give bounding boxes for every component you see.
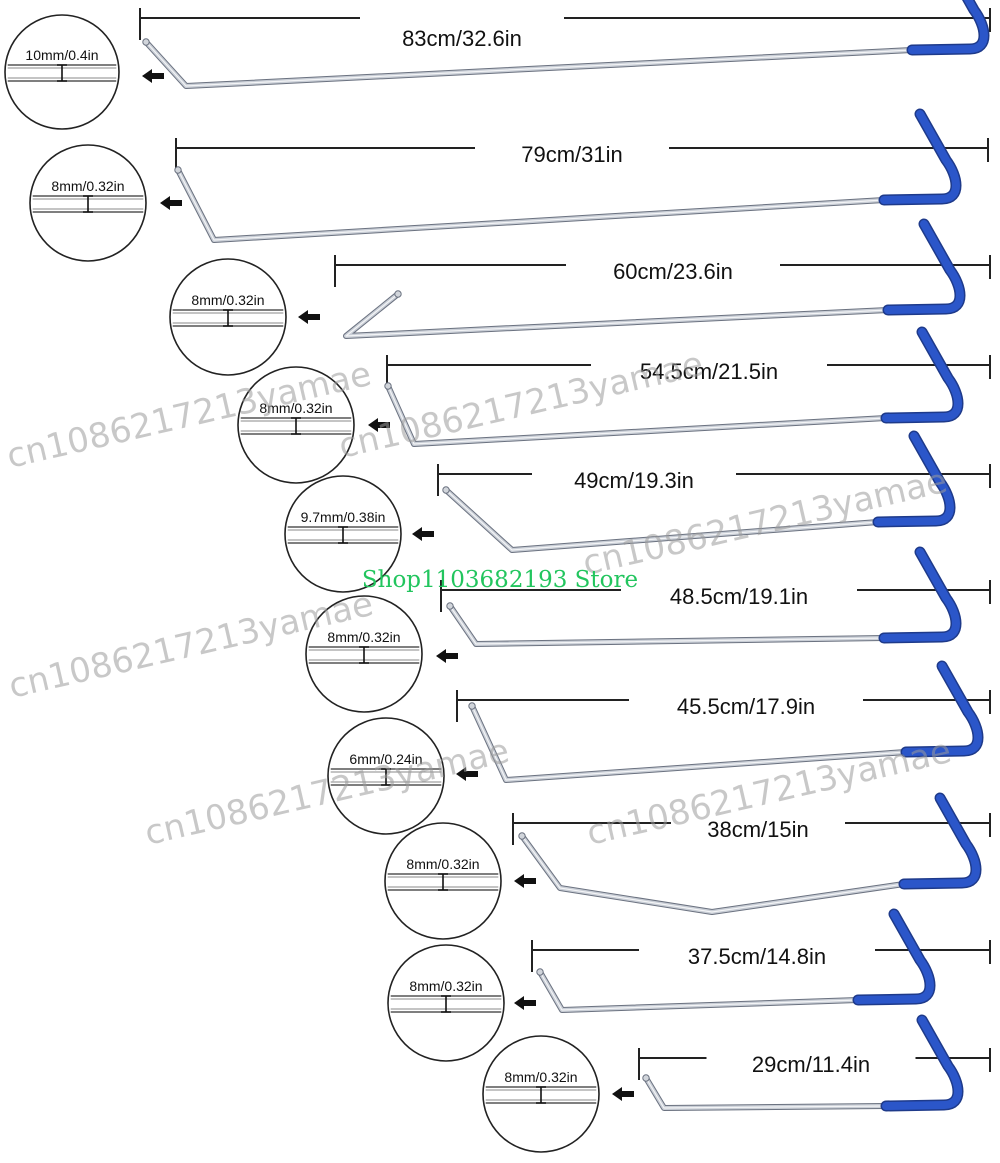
length-label: 29cm/11.4in bbox=[752, 1052, 870, 1077]
handle-grip bbox=[880, 548, 960, 642]
rod-1: 83cm/32.6in 10mm/0.4in bbox=[4, 0, 991, 130]
watermark-text: cn1086217213yamae bbox=[335, 344, 707, 467]
rod-highlight bbox=[539, 971, 859, 1011]
handle-grip bbox=[884, 220, 964, 314]
pointer-arrow-icon bbox=[142, 69, 164, 83]
diameter-label: 6mm/0.24in bbox=[349, 751, 422, 767]
rod-2: 79cm/31in 8mm/0.32in bbox=[29, 108, 989, 262]
pointer-arrow-icon bbox=[514, 996, 536, 1010]
diameter-label: 10mm/0.4in bbox=[25, 47, 98, 63]
diameter-label: 8mm/0.32in bbox=[406, 856, 479, 872]
rod-highlight bbox=[645, 1077, 887, 1109]
rod-6: 48.5cm/19.1in 8mm/0.32in bbox=[305, 546, 991, 713]
rod-outline bbox=[643, 1075, 889, 1111]
length-label: 79cm/31in bbox=[521, 142, 623, 167]
rod-5: 49cm/19.3in 9.7mm/0.38in bbox=[284, 430, 991, 593]
pointer-arrow-icon bbox=[160, 196, 182, 210]
pointer-arrow-icon bbox=[368, 418, 390, 432]
handle-grip bbox=[854, 910, 934, 1004]
length-label: 37.5cm/14.8in bbox=[688, 944, 826, 969]
diameter-label: 8mm/0.32in bbox=[191, 292, 264, 308]
rod-highlight bbox=[177, 169, 885, 241]
handle-grip bbox=[908, 0, 988, 54]
rod-highlight bbox=[387, 385, 887, 445]
handle-grip bbox=[880, 110, 960, 204]
handle-grip bbox=[900, 794, 980, 888]
length-label: 38cm/15in bbox=[707, 817, 809, 842]
length-label: 49cm/19.3in bbox=[574, 468, 694, 493]
rod-10: 29cm/11.4in 8mm/0.32in bbox=[482, 1014, 991, 1153]
pointer-arrow-icon bbox=[298, 310, 320, 324]
rod-tip bbox=[642, 1074, 650, 1082]
rod-tip bbox=[384, 382, 392, 390]
rod-highlight bbox=[345, 293, 889, 337]
pointer-arrow-icon bbox=[456, 767, 478, 781]
rod-tip bbox=[536, 968, 544, 976]
length-label: 48.5cm/19.1in bbox=[670, 584, 808, 609]
handle-grip bbox=[874, 432, 954, 526]
rod-highlight bbox=[445, 489, 879, 551]
rod-8: 38cm/15in 8mm/0.32in bbox=[384, 792, 991, 940]
diameter-label: 8mm/0.32in bbox=[409, 978, 482, 994]
rod-tip bbox=[442, 486, 450, 494]
rod-9: 37.5cm/14.8in 8mm/0.32in bbox=[387, 908, 991, 1062]
diameter-label: 9.7mm/0.38in bbox=[301, 509, 386, 525]
rod-tip bbox=[518, 832, 526, 840]
rod-shaft bbox=[520, 834, 906, 914]
rod-4: 54.5cm/21.5in 8mm/0.32in bbox=[237, 326, 991, 484]
pointer-arrow-icon bbox=[612, 1087, 634, 1101]
pointer-arrow-icon bbox=[412, 527, 434, 541]
rod-highlight bbox=[449, 605, 885, 645]
length-label: 54.5cm/21.5in bbox=[640, 359, 778, 384]
rod-tip bbox=[446, 602, 454, 610]
diameter-label: 8mm/0.32in bbox=[259, 400, 332, 416]
rod-3: 60cm/23.6in 8mm/0.32in bbox=[169, 218, 991, 376]
length-label: 83cm/32.6in bbox=[402, 26, 522, 51]
rod-tip bbox=[394, 290, 402, 298]
rod-7: 45.5cm/17.9in 6mm/0.24in bbox=[327, 660, 991, 835]
pointer-arrow-icon bbox=[514, 874, 536, 888]
rod-outline bbox=[519, 833, 907, 915]
rod-highlight bbox=[145, 41, 913, 87]
pointer-arrow-icon bbox=[436, 649, 458, 663]
rod-shaft bbox=[176, 168, 886, 242]
handle-grip bbox=[882, 328, 962, 422]
rod-highlight bbox=[521, 835, 905, 913]
length-label: 45.5cm/17.9in bbox=[677, 694, 815, 719]
rod-tip bbox=[142, 38, 150, 46]
diameter-label: 8mm/0.32in bbox=[51, 178, 124, 194]
rod-tip bbox=[174, 166, 182, 174]
rod-tip bbox=[468, 702, 476, 710]
store-label: Shop1103682193 Store bbox=[362, 567, 638, 593]
rod-highlight bbox=[471, 705, 907, 781]
diameter-label: 8mm/0.32in bbox=[504, 1069, 577, 1085]
rod-outline bbox=[143, 39, 915, 89]
handle-grip bbox=[882, 1016, 962, 1110]
diameter-label: 8mm/0.32in bbox=[327, 629, 400, 645]
length-label: 60cm/23.6in bbox=[613, 259, 733, 284]
handle-grip bbox=[902, 662, 982, 756]
